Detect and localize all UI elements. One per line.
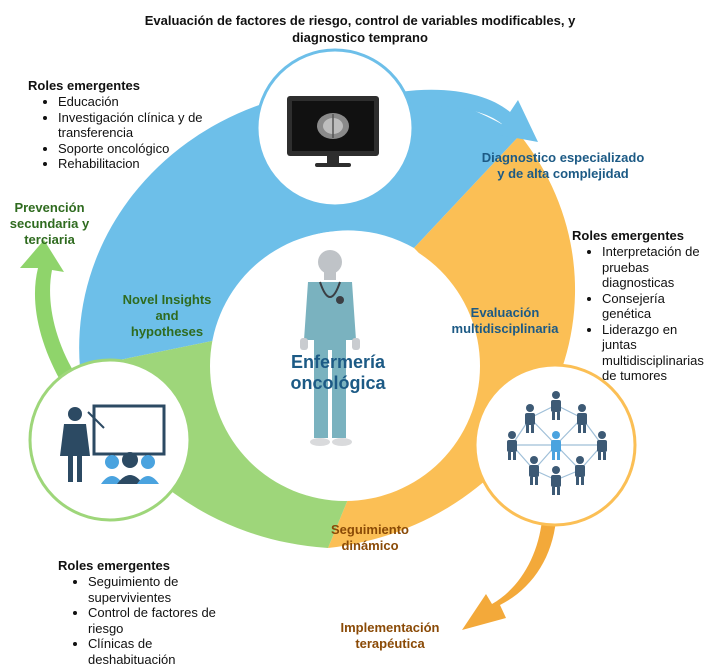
role-item: Clínicas de deshabituación (88, 636, 228, 667)
page-title: Evaluación de factores de riesgo, contro… (144, 13, 576, 45)
blue-arrow (400, 89, 538, 142)
role-item: Seguimiento de supervivientes (88, 574, 228, 605)
role-item: Soporte oncológico (58, 141, 208, 157)
roles-top-left: Roles emergentes Educación Investigación… (28, 78, 208, 172)
role-item: Consejería genética (602, 291, 715, 322)
label-implementacion: Implementación terapéutica (340, 620, 440, 651)
label-prevencion: Prevención secundaria y terciaria (9, 200, 90, 247)
monitor-icon (287, 96, 379, 167)
roles-right: Roles emergentes Interpretación de prueb… (572, 228, 715, 384)
role-item: Control de factores de riesgo (88, 605, 228, 636)
roles-bottom-left: Roles emergentes Seguimiento de superviv… (58, 558, 228, 667)
roles-heading: Roles emergentes (28, 78, 140, 93)
label-novel: Novel Insights and hypotheses (122, 292, 212, 339)
center-title: Enfermería oncológica (290, 352, 386, 393)
role-item: Liderazgo en juntas multidisciplinarias … (602, 322, 715, 384)
label-seguimiento: Seguimiento dinámico (330, 522, 409, 553)
label-evaluacion: Evaluación multidisciplinaria (451, 305, 559, 336)
orange-arrow (462, 520, 556, 630)
teacher-icon (60, 404, 166, 484)
roles-heading: Roles emergentes (572, 228, 684, 243)
label-diagnostico: Diagnostico especializado y de alta comp… (481, 150, 645, 181)
roles-heading: Roles emergentes (58, 558, 170, 573)
role-item: Interpretación de pruebas diagnosticas (602, 244, 715, 291)
network-people (507, 391, 607, 495)
green-arrow (20, 240, 74, 380)
nurse-figure (300, 250, 360, 446)
role-item: Investigación clínica y de transferencia (58, 110, 208, 141)
role-item: Rehabilitacion (58, 156, 208, 172)
role-item: Educación (58, 94, 208, 110)
ring-segment-blue (79, 87, 520, 368)
